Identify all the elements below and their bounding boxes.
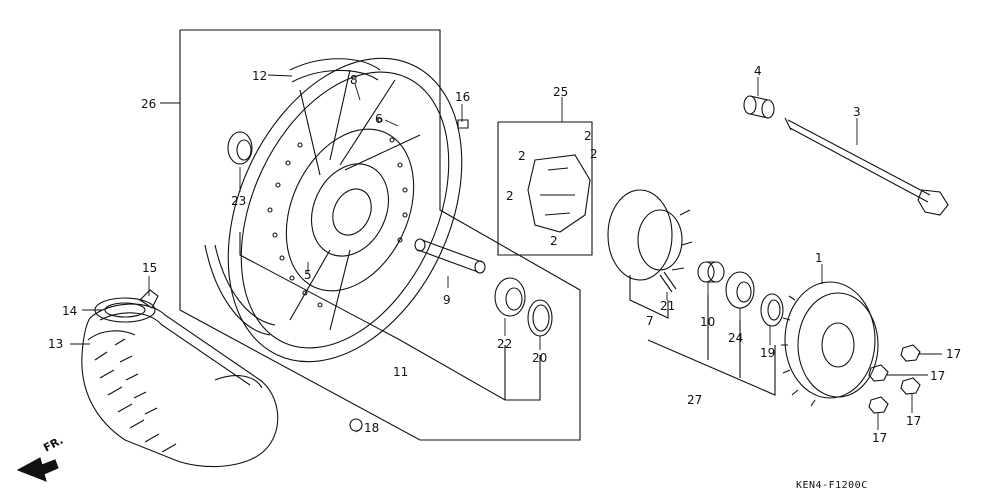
driven-sprocket bbox=[781, 282, 878, 406]
collar-9 bbox=[415, 239, 485, 273]
callout-17: 17 bbox=[946, 347, 961, 361]
callout-2: 2 bbox=[550, 234, 558, 248]
callout-labels: 1 2 2 2 2 2 3 4 5 6 7 8 9 10 11 12 13 14… bbox=[48, 64, 961, 445]
tire bbox=[82, 304, 278, 466]
bearing-24 bbox=[726, 272, 754, 308]
bearing-23 bbox=[228, 132, 252, 164]
callout-27: 27 bbox=[687, 393, 702, 407]
callout-7: 7 bbox=[646, 314, 654, 328]
callout-2: 2 bbox=[584, 129, 592, 143]
callout-12: 12 bbox=[252, 69, 267, 83]
spoke-set bbox=[205, 59, 380, 335]
valve-nut-16 bbox=[458, 120, 468, 128]
callout-2: 2 bbox=[590, 147, 598, 161]
callout-19: 19 bbox=[760, 346, 775, 360]
callout-14: 14 bbox=[62, 304, 77, 318]
callout-11: 11 bbox=[393, 365, 408, 379]
seal-20 bbox=[528, 300, 552, 336]
tube bbox=[95, 298, 155, 322]
callout-17: 17 bbox=[906, 414, 921, 428]
callout-2: 2 bbox=[506, 189, 514, 203]
callout-26: 26 bbox=[141, 97, 156, 111]
callout-13: 13 bbox=[48, 337, 63, 351]
front-arrow bbox=[16, 457, 59, 482]
oil-seal-19 bbox=[761, 294, 783, 326]
callout-16: 16 bbox=[455, 90, 470, 104]
callout-2: 2 bbox=[518, 149, 526, 163]
front-label: FR. bbox=[41, 434, 65, 455]
callout-10: 10 bbox=[700, 315, 715, 329]
callout-9: 9 bbox=[443, 293, 451, 307]
rear-axle bbox=[785, 118, 948, 215]
callout-4: 4 bbox=[754, 64, 762, 78]
distance-collar-4 bbox=[744, 96, 774, 118]
callout-8: 8 bbox=[350, 73, 358, 87]
callout-23: 23 bbox=[231, 194, 246, 208]
assembly-brackets bbox=[179, 29, 776, 441]
diagram-code: KEN4-F1200C bbox=[796, 480, 868, 491]
callout-15: 15 bbox=[142, 261, 157, 275]
callout-5: 5 bbox=[304, 268, 312, 282]
callout-18: 18 bbox=[364, 421, 379, 435]
callout-22: 22 bbox=[497, 337, 512, 351]
callout-6: 6 bbox=[375, 112, 383, 126]
callout-17: 17 bbox=[872, 431, 887, 445]
callout-3: 3 bbox=[853, 105, 861, 119]
bearing-22 bbox=[495, 278, 525, 316]
callout-21: 21 bbox=[660, 299, 675, 313]
stud-bolt-21 bbox=[660, 272, 676, 292]
callout-24: 24 bbox=[728, 331, 743, 345]
rim-band bbox=[140, 290, 158, 308]
callout-17: 17 bbox=[930, 369, 945, 383]
callout-1: 1 bbox=[815, 251, 823, 265]
wheel-damper bbox=[528, 155, 590, 232]
callout-20: 20 bbox=[532, 351, 547, 365]
collar-10 bbox=[698, 262, 724, 282]
leader-lines bbox=[70, 74, 942, 433]
nut-18 bbox=[350, 419, 362, 431]
rim-holes bbox=[268, 118, 407, 307]
callout-25: 25 bbox=[553, 85, 568, 99]
final-driven-flange bbox=[608, 190, 692, 280]
nuts-17 bbox=[869, 345, 920, 413]
wheel-rim bbox=[182, 21, 508, 400]
